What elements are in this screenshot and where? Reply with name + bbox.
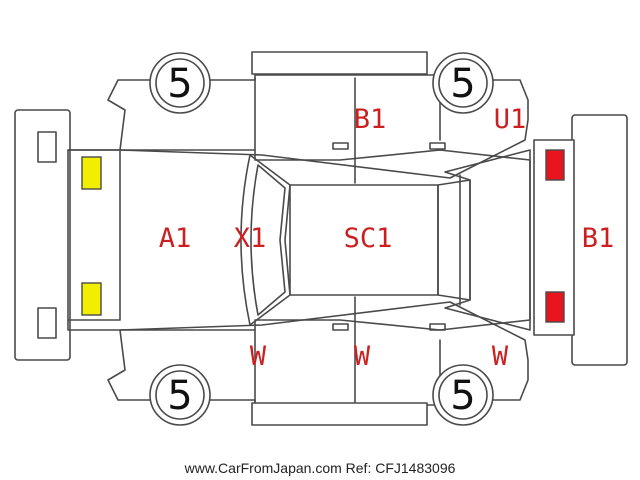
top-side-view bbox=[107, 51, 529, 184]
code-roof: SC1 bbox=[344, 223, 393, 254]
tire-mark-rear-bottom: 5 bbox=[450, 373, 475, 419]
front-bumper-bar bbox=[14, 109, 71, 361]
tire-rear-top: 5 bbox=[432, 52, 494, 114]
code-top-rear-door: B1 bbox=[354, 104, 387, 135]
code-bottom-rear-fender: W bbox=[492, 341, 509, 372]
footer-reference: Ref: CFJ1483096 bbox=[346, 460, 456, 476]
code-top-rear-fender: U1 bbox=[494, 104, 527, 135]
rear-lamp-bottom bbox=[545, 291, 565, 323]
code-bottom-front-door: W bbox=[250, 341, 267, 372]
tire-mark-front-top: 5 bbox=[167, 61, 192, 107]
front-lamp-top bbox=[81, 156, 102, 190]
top-view-body bbox=[67, 149, 531, 331]
rear-bumper-bar bbox=[533, 114, 628, 366]
front-lamp-bottom bbox=[81, 282, 102, 316]
code-rear-bumper: B1 bbox=[582, 223, 615, 254]
bottom-side-view bbox=[107, 296, 529, 426]
footer-text: www.CarFromJapan.com Ref: CFJ1483096 bbox=[184, 460, 456, 476]
footer-website: www.CarFromJapan.com bbox=[184, 460, 342, 476]
code-hood-frame: X1 bbox=[234, 223, 267, 254]
code-bottom-rear-door: W bbox=[354, 341, 371, 372]
rear-lamp-top bbox=[545, 149, 565, 181]
code-front-bumper: A1 bbox=[159, 223, 192, 254]
tire-mark-front-bottom: 5 bbox=[167, 373, 192, 419]
tire-rear-bottom: 5 bbox=[432, 364, 494, 426]
tire-front-top: 5 bbox=[149, 52, 211, 114]
tire-front-bottom: 5 bbox=[149, 364, 211, 426]
tire-mark-rear-top: 5 bbox=[450, 61, 475, 107]
